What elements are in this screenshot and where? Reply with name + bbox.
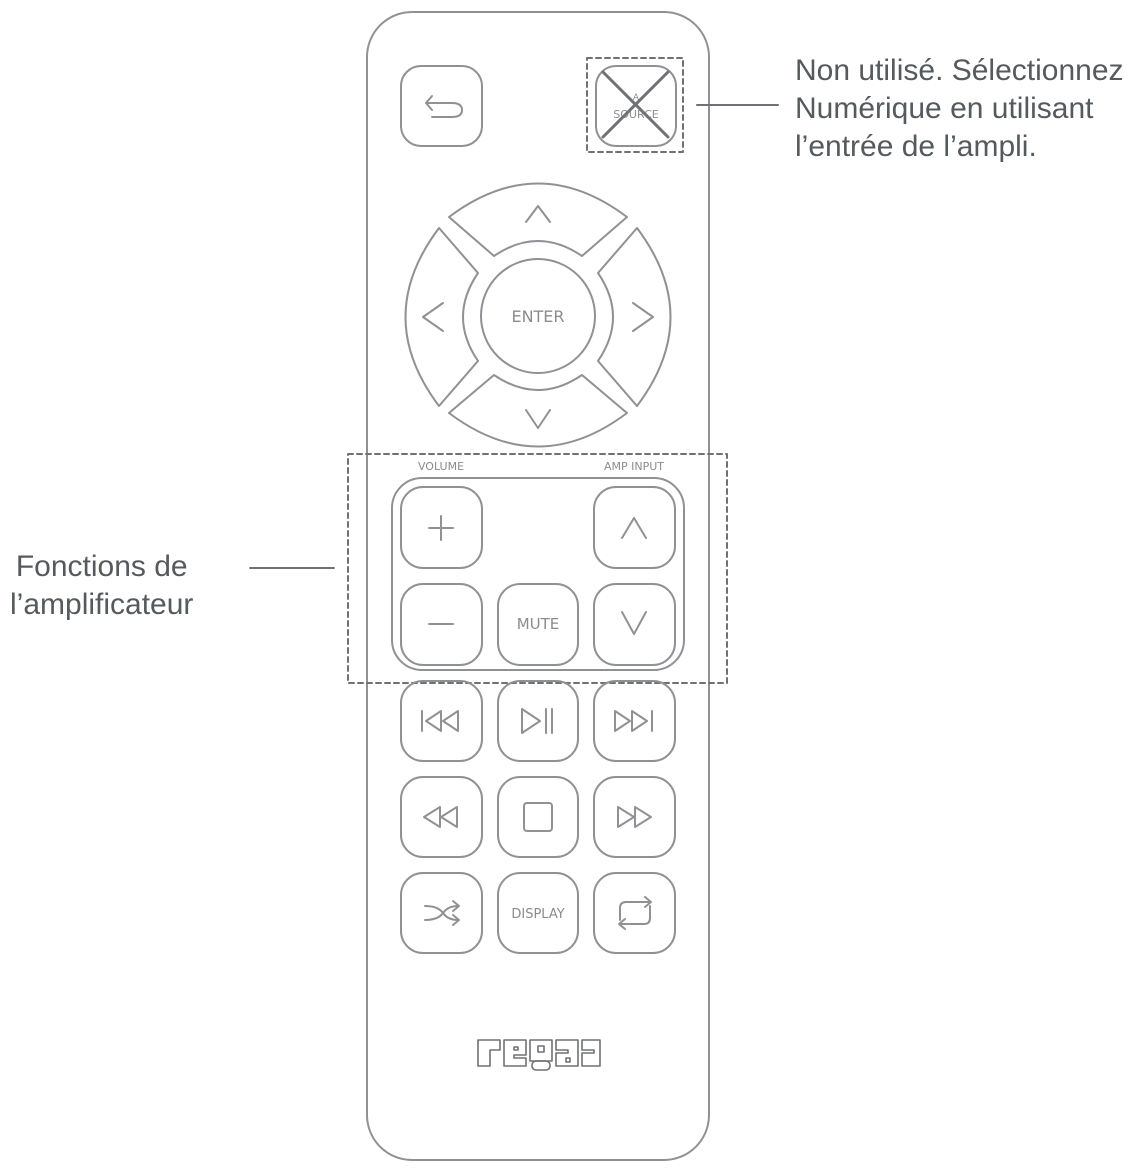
not-used-callout-line-2: Numérique en utilisant: [795, 92, 1094, 125]
dpad-up-button[interactable]: [448, 182, 628, 257]
shuffle-icon: [424, 900, 460, 926]
not-used-callout-line-3: l’entrée de l’ampli.: [795, 130, 1037, 163]
source-button[interactable]: A SOURCE: [595, 65, 677, 147]
dpad-left-button[interactable]: [404, 227, 479, 407]
rega-logo: [477, 1039, 601, 1071]
fast-forward-icon: [617, 806, 652, 828]
amp-functions-callout-line-1: Fonctions de: [15, 550, 188, 583]
not-used-callout-line-1: Non utilisé. Sélectionnez: [795, 54, 1124, 87]
cross-icon: [601, 70, 670, 139]
enter-label: ENTER: [511, 307, 564, 326]
mute-label: MUTE: [517, 615, 560, 633]
chevron-up-icon: [621, 517, 647, 539]
stop-icon: [523, 802, 553, 832]
skip-previous-icon: [421, 710, 459, 732]
amp-input-label: AMP INPUT: [604, 460, 664, 473]
chevron-up-icon: [525, 205, 551, 223]
repeat-button[interactable]: [593, 872, 676, 954]
stop-button[interactable]: [497, 776, 579, 858]
dpad: [404, 182, 672, 448]
skip-next-icon: [614, 710, 653, 732]
amp-dashed-box: [347, 453, 728, 684]
display-button[interactable]: DISPLAY: [497, 872, 579, 954]
amp-input-up-button[interactable]: [593, 486, 676, 569]
next-track-button[interactable]: [593, 680, 676, 762]
dpad-right-button[interactable]: [597, 227, 672, 407]
repeat-icon: [618, 896, 652, 930]
volume-label: VOLUME: [418, 460, 464, 473]
back-button[interactable]: [400, 65, 483, 147]
chevron-left-icon: [422, 302, 444, 332]
play-pause-icon: [521, 708, 553, 734]
volume-down-button[interactable]: [400, 583, 483, 666]
fast-forward-button[interactable]: [593, 776, 676, 858]
mute-button[interactable]: MUTE: [497, 583, 579, 666]
source-label-top: A: [633, 93, 640, 103]
plus-icon: [428, 515, 454, 541]
chevron-down-icon: [525, 409, 551, 429]
enter-button[interactable]: [480, 258, 596, 374]
previous-track-button[interactable]: [400, 680, 483, 762]
amp-group-outline: [391, 477, 685, 671]
play-pause-button[interactable]: [497, 680, 579, 762]
rewind-button[interactable]: [400, 776, 483, 858]
display-label: DISPLAY: [511, 907, 564, 922]
back-arrow-icon: [425, 95, 463, 118]
rewind-icon: [423, 806, 458, 828]
dpad-down-button[interactable]: [448, 374, 628, 448]
chevron-right-icon: [632, 302, 654, 332]
remote-body: [366, 11, 710, 1161]
not-used-callout: Non utilisé. Sélectionnez Numérique en u…: [795, 52, 1124, 166]
source-dashed-box: [586, 57, 684, 153]
amp-functions-callout-line-2: l’amplificateur: [10, 588, 194, 621]
amp-input-down-button[interactable]: [593, 583, 676, 666]
amp-functions-callout: Fonctions de l’amplificateur: [10, 548, 193, 624]
volume-up-button[interactable]: [400, 486, 483, 569]
shuffle-button[interactable]: [400, 872, 483, 954]
chevron-down-icon: [621, 611, 647, 635]
